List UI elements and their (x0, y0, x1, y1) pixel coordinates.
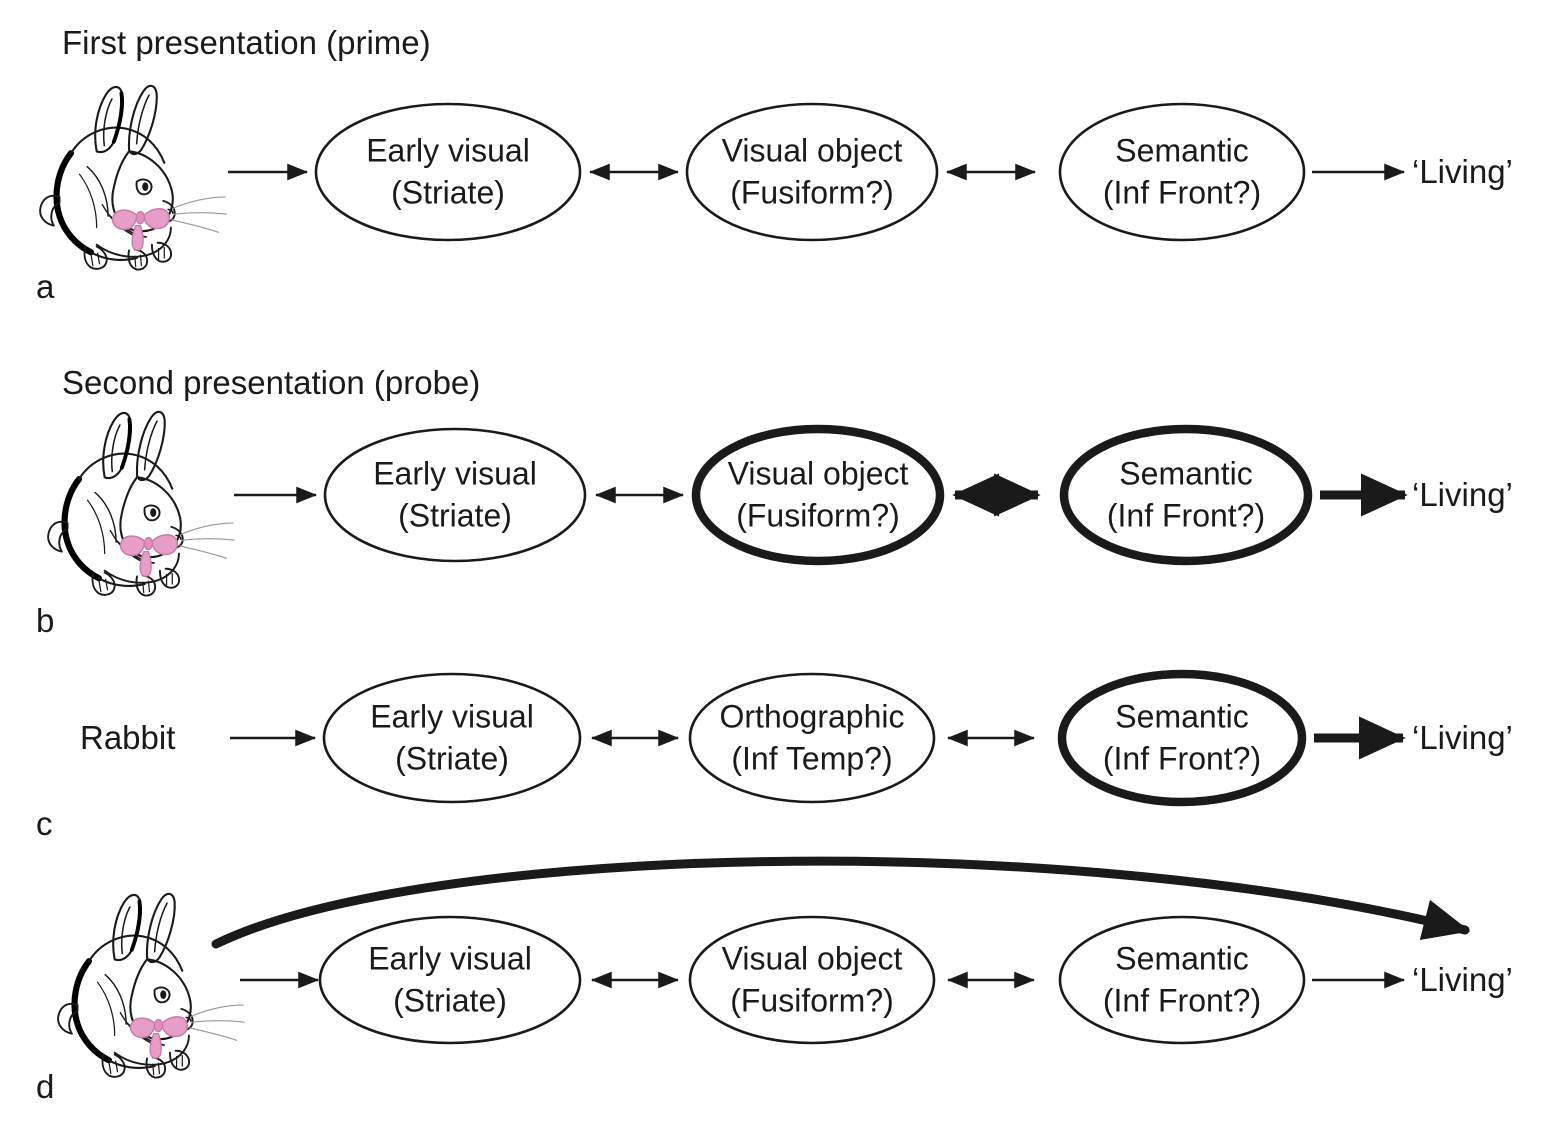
output-label-living: ‘Living’ (1412, 476, 1513, 513)
node-label-semantic: Semantic (Inf Front?) (1103, 696, 1261, 779)
node-ellipse-early-visual (323, 427, 587, 563)
node-line-2: (Fusiform?) (730, 982, 894, 1018)
node-line-1: Early visual (370, 698, 534, 735)
node-ellipse-early-visual (318, 915, 582, 1045)
node-label-early-visual: Early visual (Striate) (368, 938, 532, 1021)
panel-a-graphics (40, 86, 1406, 270)
output-label-living: ‘Living’ (1412, 719, 1513, 756)
panel-letter-a: a (36, 268, 55, 305)
node-label-visual-object: Visual object (Fusiform?) (722, 938, 903, 1021)
node-line-2: (Fusiform?) (730, 174, 894, 210)
node-line-2: (Inf Front?) (1102, 174, 1262, 210)
node-label-early-visual: Early visual (Striate) (370, 696, 534, 779)
output-label-living: ‘Living’ (1412, 153, 1513, 190)
node-label-visual-object: Visual object (Fusiform?) (728, 453, 909, 536)
node-ellipse-semantic (1059, 424, 1313, 566)
node-line-1: Visual object (727, 455, 909, 492)
node-line-2: (Inf Front?) (1102, 740, 1262, 776)
node-line-1: Early visual (373, 455, 537, 492)
panel-b-heading: Second presentation (probe) (62, 364, 481, 401)
panel-c-graphics (230, 669, 1406, 807)
node-line-1: Early visual (366, 132, 530, 169)
node-label-semantic: Semantic (Inf Front?) (1107, 453, 1265, 536)
panel-a-heading: First presentation (prime) (62, 24, 431, 61)
node-label-orthographic: Orthographic (Inf Temp?) (720, 696, 905, 779)
rabbit-illustration (40, 86, 226, 270)
node-line-2: (Fusiform?) (736, 497, 900, 533)
input-label-rabbit: Rabbit (80, 719, 176, 756)
panel-letter-d: d (36, 1068, 55, 1105)
node-line-1: Visual object (721, 132, 903, 169)
node-line-2: (Striate) (393, 982, 507, 1018)
node-label-visual-object: Visual object (Fusiform?) (722, 130, 903, 213)
node-line-1: Orthographic (719, 698, 905, 735)
node-ellipse-visual-object (691, 424, 945, 566)
node-ellipse-early-visual (314, 102, 582, 242)
node-line-1: Visual object (721, 940, 903, 977)
node-line-2: (Striate) (391, 174, 505, 210)
node-label-early-visual: Early visual (Striate) (366, 130, 530, 213)
node-ellipse-early-visual (322, 672, 582, 804)
node-line-2: (Inf Front?) (1102, 982, 1262, 1018)
output-label-living: ‘Living’ (1412, 961, 1513, 998)
rabbit-illustration (58, 894, 244, 1078)
node-label-semantic: Semantic (Inf Front?) (1103, 938, 1261, 1021)
node-ellipse-semantic (1057, 669, 1307, 807)
node-line-2: (Inf Temp?) (731, 740, 893, 776)
rabbit-illustration (48, 412, 234, 596)
panel-b-graphics (48, 412, 1408, 596)
node-line-1: Semantic (1119, 455, 1253, 492)
node-ellipse-visual-object (688, 915, 936, 1045)
node-line-1: Early visual (368, 940, 532, 977)
node-line-2: (Inf Front?) (1106, 497, 1266, 533)
node-line-1: Semantic (1115, 940, 1249, 977)
node-line-1: Semantic (1115, 132, 1249, 169)
node-ellipse-orthographic (688, 672, 936, 804)
panel-letter-c: c (36, 805, 53, 842)
panel-d-graphics (58, 856, 1471, 1078)
node-ellipse-visual-object (685, 102, 939, 242)
node-line-2: (Striate) (395, 740, 509, 776)
node-line-1: Semantic (1115, 698, 1249, 735)
bypass-arc-arrow (211, 856, 1471, 949)
panel-letter-b: b (36, 602, 55, 639)
node-label-early-visual: Early visual (Striate) (373, 453, 537, 536)
node-label-semantic: Semantic (Inf Front?) (1103, 130, 1261, 213)
node-ellipse-semantic (1058, 102, 1306, 242)
node-ellipse-semantic (1058, 915, 1306, 1045)
node-line-2: (Striate) (398, 497, 512, 533)
